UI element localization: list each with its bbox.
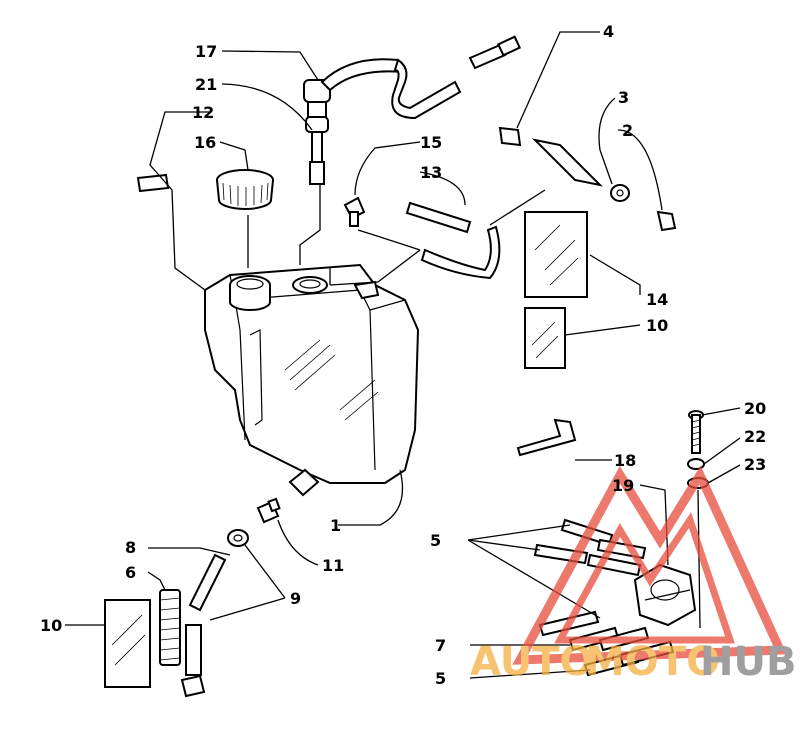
- decal-sheet-10-left: [104, 599, 151, 688]
- watermark-triangle-logo: [512, 465, 787, 665]
- decal: [136, 173, 170, 193]
- oil-hose: [188, 553, 227, 612]
- level-sensor: [303, 35, 522, 185]
- callout-1: 1: [330, 516, 341, 535]
- filler-cap: [216, 169, 274, 210]
- callout-15: 15: [420, 133, 442, 152]
- callout-18: 18: [614, 451, 636, 470]
- callouts: 17 21 12 16 15 13 4 3 2 14 10 20 22 23 1…: [40, 22, 766, 688]
- decal-sheet-14: [524, 211, 588, 298]
- vent-fitting: [343, 196, 366, 227]
- callout-10-left: 10: [40, 616, 62, 635]
- watermark-moto: MOTO: [585, 639, 720, 685]
- callout-5-bottom: 5: [435, 669, 446, 688]
- decal-sheet-10-top: [524, 307, 566, 369]
- callout-16: 16: [194, 133, 216, 152]
- callout-23: 23: [744, 455, 766, 474]
- callout-19: 19: [612, 476, 634, 495]
- callout-22: 22: [744, 427, 766, 446]
- mount-bracket: [498, 126, 677, 232]
- callout-11: 11: [322, 556, 344, 575]
- vent-hose-long: [420, 225, 501, 280]
- callout-13: 13: [420, 163, 442, 182]
- callout-10-top: 10: [646, 316, 668, 335]
- outlet-fitting: [256, 497, 281, 524]
- callout-3: 3: [618, 88, 629, 107]
- hose-segment: [185, 624, 202, 676]
- oil-tank: [204, 263, 420, 497]
- callout-8: 8: [125, 538, 136, 557]
- callout-6: 6: [125, 563, 136, 582]
- hose-clamp: [227, 529, 249, 547]
- callout-21: 21: [195, 75, 217, 94]
- callout-12: 12: [192, 103, 214, 122]
- strap: [516, 418, 577, 457]
- callout-9: 9: [290, 589, 301, 608]
- watermark-hub: HUB: [700, 639, 796, 685]
- watermark-auto: AUTO: [470, 639, 594, 685]
- watermark: AUTO MOTO HUB: [470, 465, 796, 685]
- hose-plug: [180, 674, 206, 698]
- callout-4: 4: [603, 22, 614, 41]
- callout-20: 20: [744, 399, 766, 418]
- vent-hose-short: [405, 201, 472, 234]
- callout-17: 17: [195, 42, 217, 61]
- spring: [159, 589, 181, 666]
- callout-7: 7: [435, 636, 446, 655]
- callout-5-top: 5: [430, 531, 441, 550]
- callout-2: 2: [622, 121, 633, 140]
- callout-14: 14: [646, 290, 668, 309]
